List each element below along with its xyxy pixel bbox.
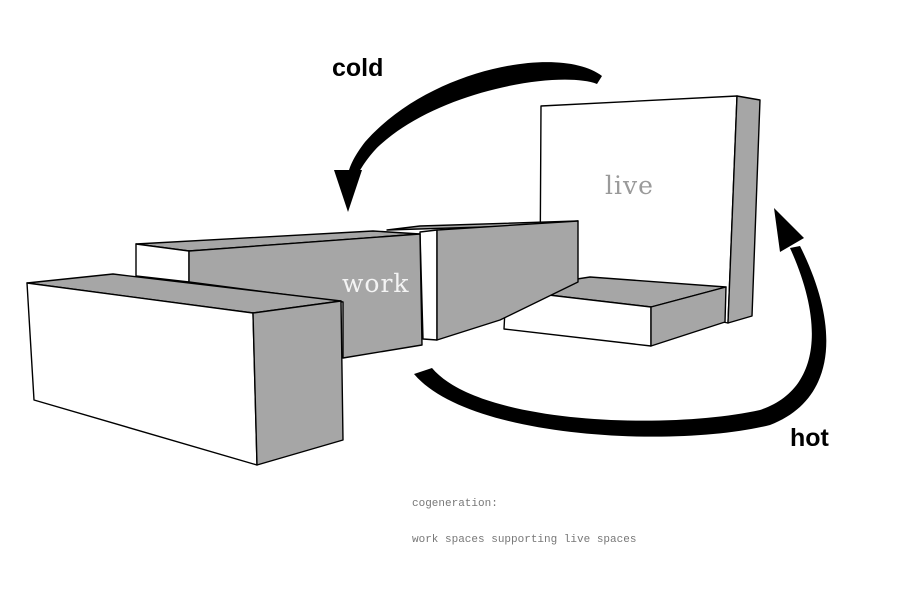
caption-title: cogeneration: xyxy=(412,498,498,510)
work-middle-front-face xyxy=(419,229,438,341)
work-front-side-face xyxy=(252,300,344,466)
work-middle-side-face xyxy=(436,220,579,341)
hot-arrow xyxy=(414,208,827,437)
work-middle-block xyxy=(386,220,579,341)
work-back-side-face xyxy=(188,233,423,359)
hot-label: hot xyxy=(790,424,830,452)
live-label: live xyxy=(605,171,654,200)
caption: cogeneration: work spaces supporting liv… xyxy=(412,474,636,570)
cold-arrow xyxy=(334,62,602,212)
live-tower-side-face xyxy=(727,95,761,324)
cold-label: cold xyxy=(332,54,383,82)
work-front-block xyxy=(26,273,344,466)
live-tower-block xyxy=(539,95,761,324)
hot-arrow-head xyxy=(774,208,804,252)
work-front-front-face xyxy=(26,282,258,466)
live-low-side-face xyxy=(650,286,727,347)
work-back-block xyxy=(135,230,423,359)
caption-subtitle: work spaces supporting live spaces xyxy=(412,534,637,546)
work-back-front-face xyxy=(135,243,190,283)
work-label: work xyxy=(342,269,410,298)
cold-arrow-head xyxy=(334,170,362,212)
